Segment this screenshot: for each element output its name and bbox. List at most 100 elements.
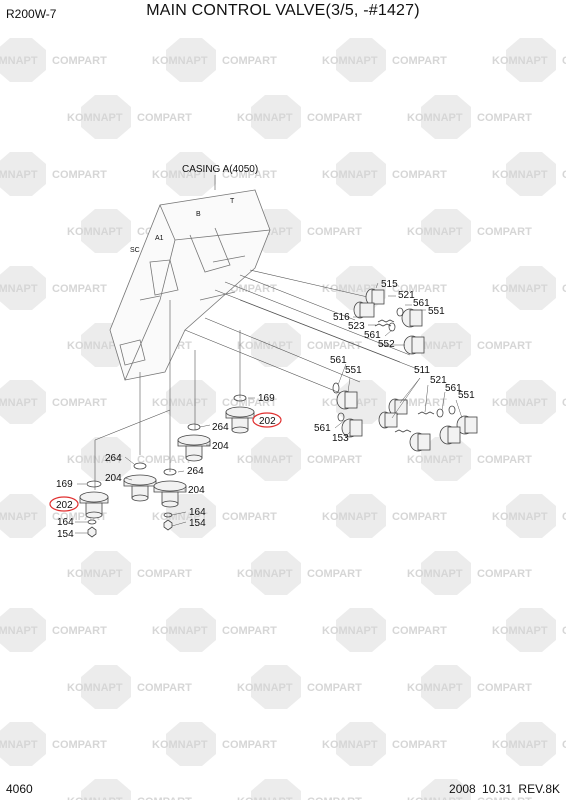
watermark-text: KOMNAPT <box>0 169 38 181</box>
watermark-text: KOMNAPT <box>322 169 378 181</box>
watermark-text: COMPART <box>137 454 192 466</box>
watermark-text: KOMNAPT <box>237 796 293 800</box>
watermark-text: COMPART <box>222 739 277 751</box>
watermark-text: COMPART <box>477 340 532 352</box>
watermark-text: COMPART <box>52 739 107 751</box>
watermark-logo-icon <box>251 665 301 709</box>
highlight-ring-202-right <box>252 412 282 428</box>
watermark-text: KOMNAPT <box>407 568 463 580</box>
watermark-logo-icon <box>166 722 216 766</box>
watermark-text: COMPART <box>52 283 107 295</box>
watermark-text: KOMNAPT <box>152 169 208 181</box>
watermark-logo-icon <box>421 437 471 481</box>
watermark-text: COMPART <box>477 226 532 238</box>
watermark-text: KOMNAPT <box>152 739 208 751</box>
watermark-text: KOMNAPT <box>67 340 123 352</box>
watermark-layer: KOMNAPT COMPART KOMNAPT COMPART KOMNAPT COMPA… <box>0 38 566 800</box>
watermark-text: KOMNAPT <box>67 568 123 580</box>
watermark-text: KOMNAPT <box>407 112 463 124</box>
label-523: 523 <box>348 321 365 332</box>
watermark-text: COMPART <box>307 682 362 694</box>
watermark-logo-icon <box>251 551 301 595</box>
watermark-text: COMPART <box>307 112 362 124</box>
middle-plug-group <box>332 382 478 452</box>
label-154-right: 154 <box>189 518 206 529</box>
watermark-logo-icon <box>336 722 386 766</box>
label-204-c: 204 <box>188 485 205 496</box>
casing-mark-b: B <box>196 211 201 218</box>
watermark-text: COMPART <box>52 169 107 181</box>
watermark-text: KOMNAPT <box>492 169 548 181</box>
watermark-text: COMPART <box>562 625 566 637</box>
label-204-a: 204 <box>212 441 229 452</box>
label-264-b: 264 <box>105 453 122 464</box>
watermark-text: KOMNAPT <box>152 511 208 523</box>
watermark-logo-icon <box>166 38 216 82</box>
label-154-left: 154 <box>57 529 74 540</box>
watermark-logo-icon <box>336 38 386 82</box>
watermark-text: COMPART <box>562 397 566 409</box>
casing-mark-sc: SC <box>130 247 140 254</box>
watermark-logo-icon <box>81 209 131 253</box>
watermark-text: COMPART <box>392 55 447 67</box>
label-169-left: 169 <box>56 479 73 490</box>
watermark-text: KOMNAPT <box>492 625 548 637</box>
watermark-text: KOMNAPT <box>237 682 293 694</box>
footer: 4060 2008 10.31 REV.8K <box>0 776 566 800</box>
label-202-right: 202 <box>259 416 276 427</box>
leader-lines <box>75 282 463 534</box>
watermark-text: COMPART <box>222 169 277 181</box>
watermark-logo-icon <box>336 380 386 424</box>
watermark-text: KOMNAPT <box>67 796 123 800</box>
watermark-text: KOMNAPT <box>492 55 548 67</box>
watermark-text: KOMNAPT <box>237 568 293 580</box>
model-name: R200W-7 <box>6 7 57 21</box>
watermark-logo-icon <box>336 152 386 196</box>
date-revision: 2008 10.31 REV.8K <box>449 782 560 796</box>
watermark-text: KOMNAPT <box>322 511 378 523</box>
label-551-mid: 551 <box>345 365 362 376</box>
watermark-logo-icon <box>506 722 556 766</box>
casing-label: CASING A(4050) <box>182 164 258 175</box>
label-511: 511 <box>414 365 430 376</box>
highlighted-labels: 202 202 <box>49 412 282 512</box>
watermark-text: KOMNAPT <box>0 625 38 637</box>
watermark-logo-icon <box>506 608 556 652</box>
watermark-logo-icon <box>421 779 471 800</box>
watermark-logo-icon <box>251 437 301 481</box>
label-551-lower: 551 <box>458 390 475 401</box>
label-561-b: 561 <box>364 330 381 341</box>
watermark-logo-icon <box>336 608 386 652</box>
watermark-logo-icon <box>421 323 471 367</box>
watermark-logo-icon <box>506 38 556 82</box>
page-title: MAIN CONTROL VALVE(3/5, -#1427) <box>146 2 420 19</box>
watermark-text: KOMNAPT <box>0 511 38 523</box>
watermark-text: COMPART <box>137 568 192 580</box>
label-169-right: 169 <box>258 393 275 404</box>
page-number: 4060 <box>6 782 33 796</box>
watermark-text: KOMNAPT <box>322 55 378 67</box>
watermark-text: COMPART <box>562 169 566 181</box>
watermark-logo-icon <box>166 380 216 424</box>
watermark-logo-icon <box>506 380 556 424</box>
watermark-text: COMPART <box>477 454 532 466</box>
label-202-left: 202 <box>56 500 73 511</box>
watermark-logo-icon <box>0 608 46 652</box>
label-164-right: 164 <box>189 507 206 518</box>
flange-covers <box>79 394 255 538</box>
upper-plug-group <box>353 288 425 355</box>
watermark-text: COMPART <box>222 55 277 67</box>
label-521-upper: 521 <box>398 290 415 301</box>
watermark-logo-icon <box>0 266 46 310</box>
label-561-e: 561 <box>314 423 331 434</box>
watermark-logo-icon <box>421 551 471 595</box>
watermark-text: COMPART <box>392 511 447 523</box>
watermark-text: COMPART <box>52 397 107 409</box>
watermark-logo-icon <box>336 494 386 538</box>
watermark-text: KOMNAPT <box>0 397 38 409</box>
watermark-logo-icon <box>0 722 46 766</box>
watermark-logo-icon <box>166 494 216 538</box>
watermark-text: COMPART <box>392 625 447 637</box>
watermark-logo-icon <box>0 152 46 196</box>
